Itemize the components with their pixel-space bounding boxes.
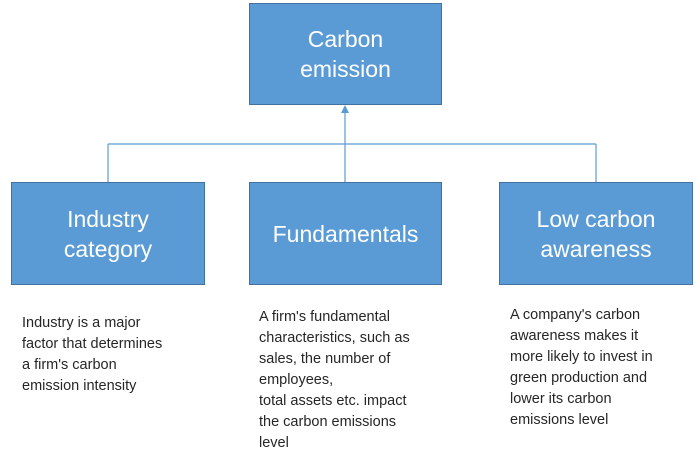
node-label: Low carbon awareness bbox=[536, 205, 656, 262]
description-fundamentals: A firm's fundamental characteristics, su… bbox=[259, 309, 410, 451]
node-label: Industry category bbox=[63, 205, 153, 262]
description-industry-category: Industry is a major factor that determin… bbox=[22, 315, 163, 394]
root-node-carbon-emission: Carbon emission bbox=[249, 3, 442, 105]
root-node-label: Carbon emission bbox=[300, 26, 391, 82]
node-fundamentals: Fundamentals bbox=[249, 182, 442, 285]
node-low-carbon-awareness: Low carbon awareness bbox=[499, 182, 693, 285]
arrowhead-icon bbox=[341, 105, 349, 113]
node-industry-category: Industry category bbox=[11, 182, 205, 285]
node-label: Fundamentals bbox=[272, 220, 419, 247]
description-low-carbon-awareness: A company's carbon awareness makes it mo… bbox=[510, 307, 653, 428]
